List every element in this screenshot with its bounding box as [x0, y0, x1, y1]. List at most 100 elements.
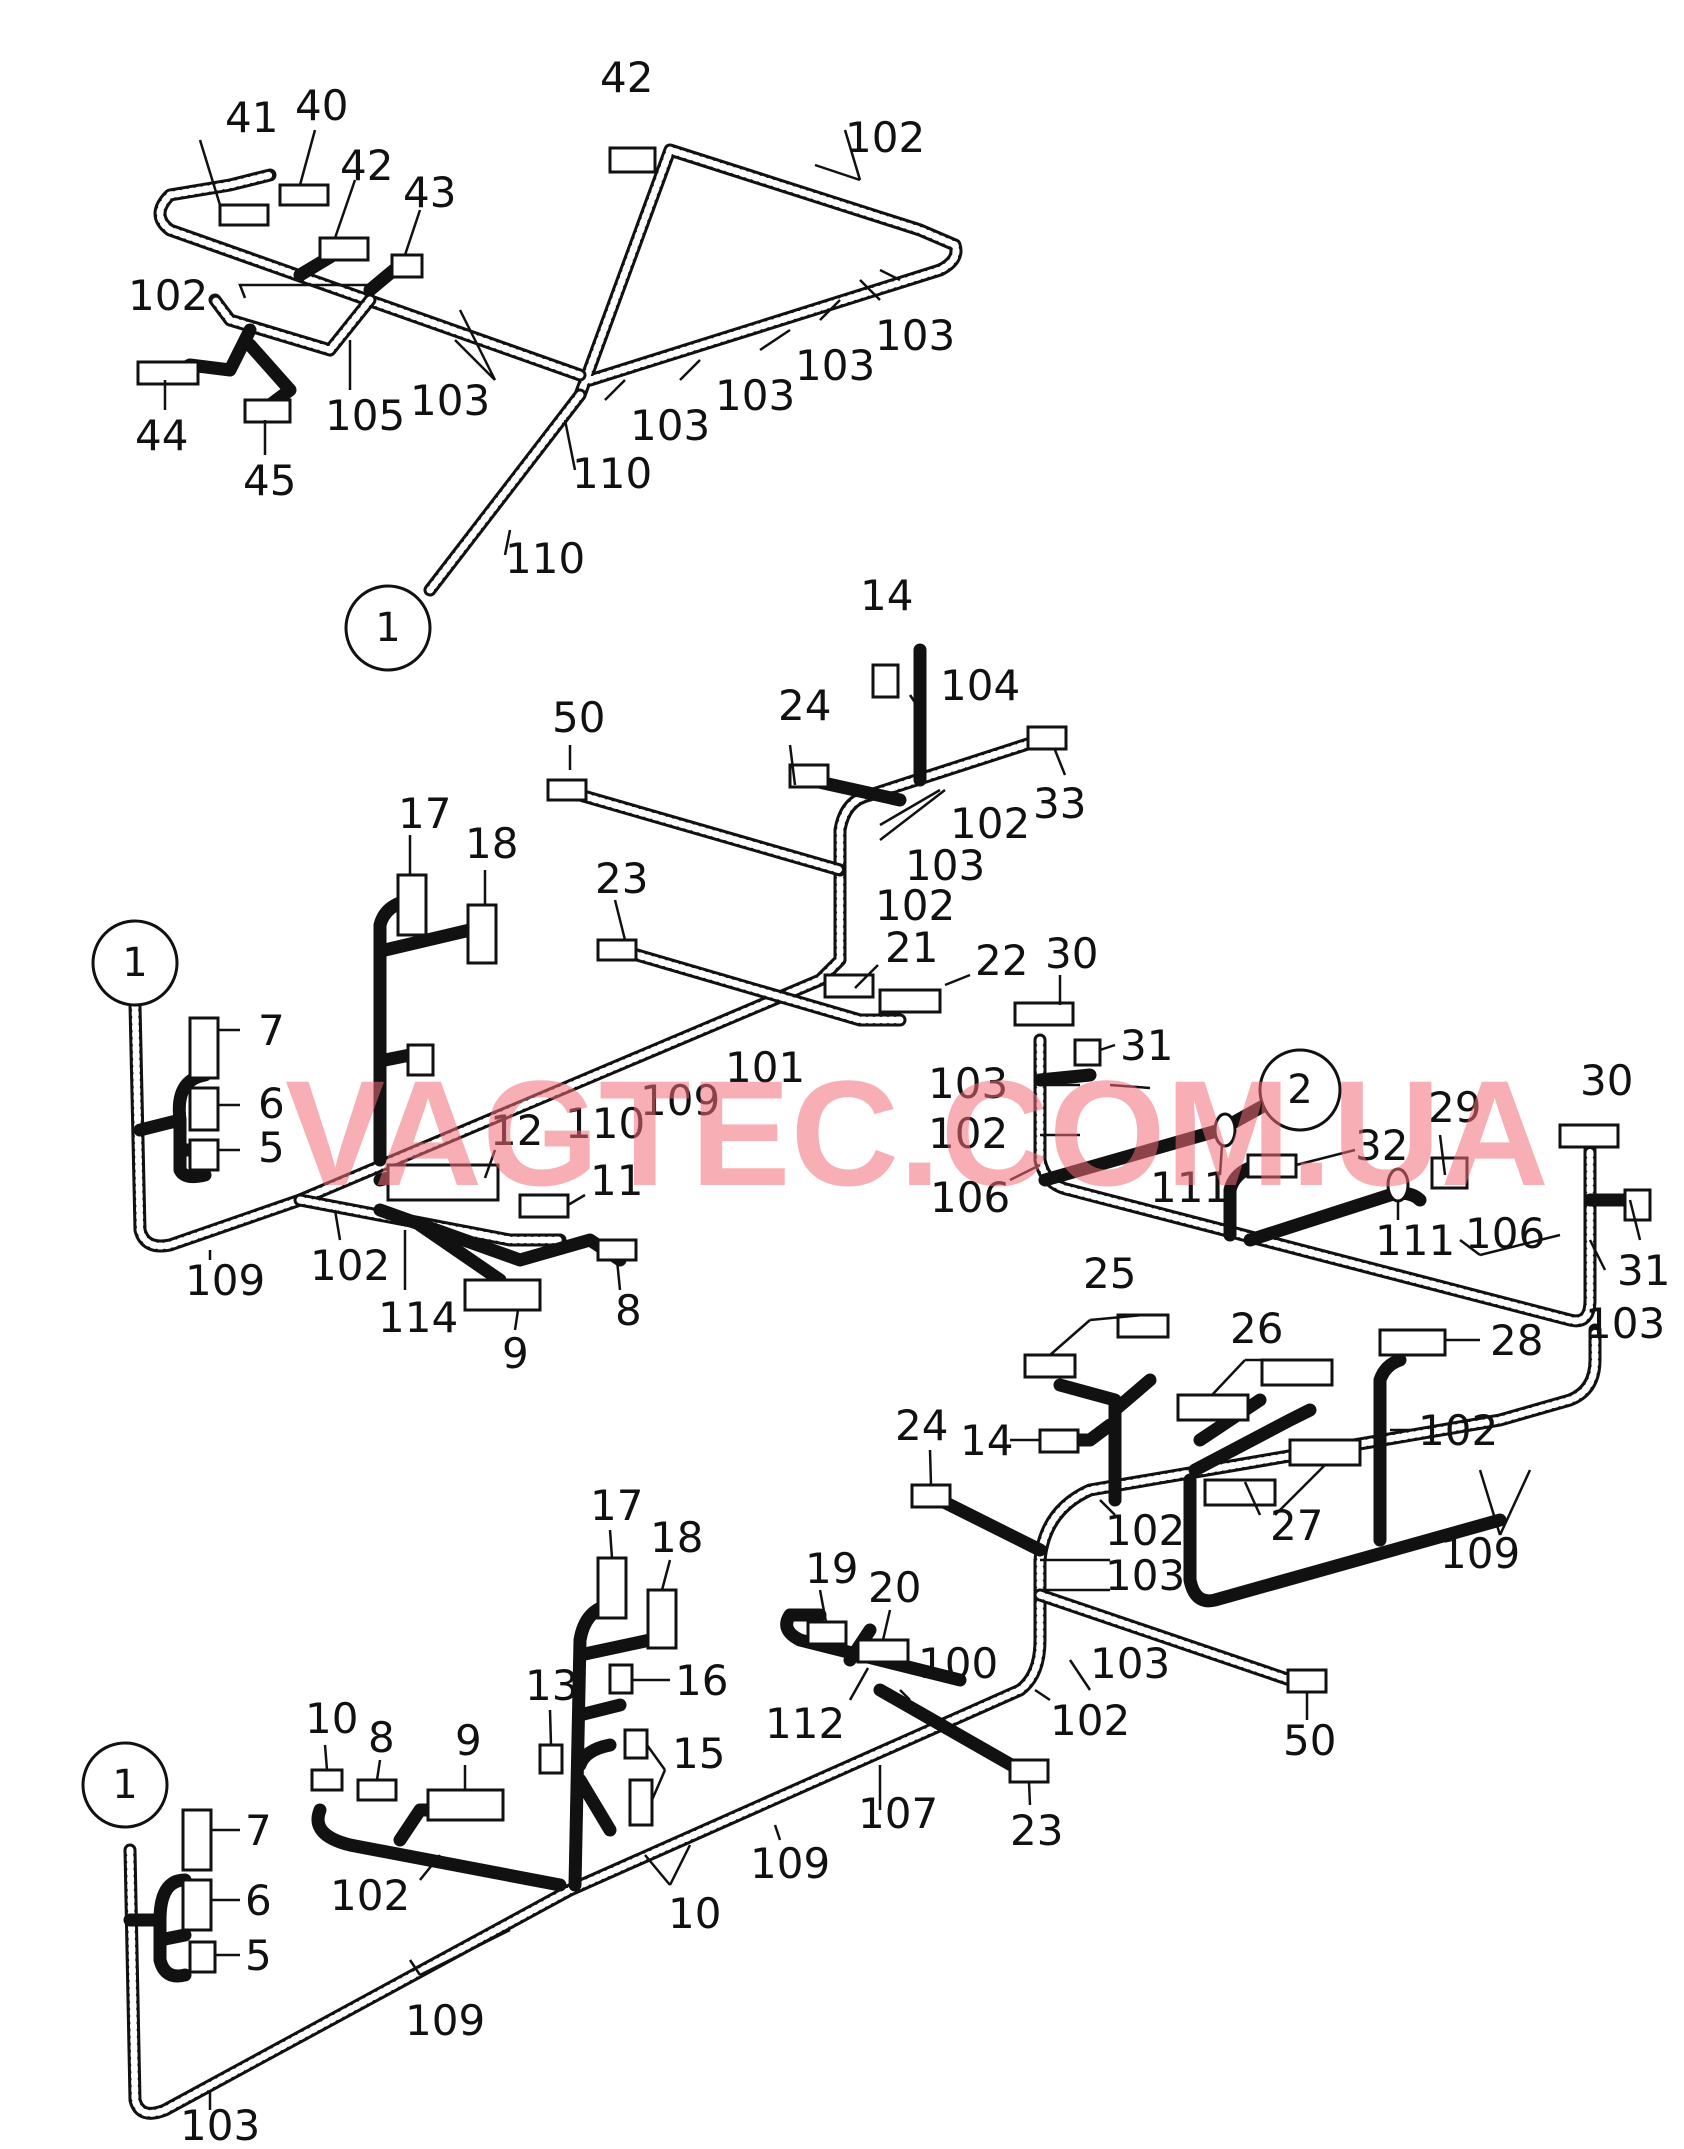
label-10: 10 — [305, 1694, 358, 1743]
connector-25-left — [1023, 1353, 1077, 1379]
connector-6 — [188, 1086, 220, 1132]
label-11: 11 — [590, 1156, 643, 1205]
label-9: 9 — [502, 1329, 529, 1378]
label-40: 40 — [295, 81, 348, 130]
watermark: VAGTEC.COM.UA — [285, 1049, 1549, 1217]
label-110: 110 — [505, 534, 585, 583]
connector-43 — [390, 253, 424, 279]
label-14: 14 — [860, 571, 913, 620]
connector-15-upper — [623, 1728, 649, 1760]
label-112: 112 — [765, 1699, 845, 1748]
reference-marker-label: 2 — [1287, 1067, 1312, 1113]
label-103: 103 — [1585, 1299, 1665, 1348]
connector-42 — [608, 146, 657, 174]
connector-44 — [136, 360, 200, 386]
label-110: 110 — [572, 449, 652, 498]
harness-top — [153, 143, 963, 597]
connector-11 — [518, 1193, 570, 1219]
label-106: 106 — [1465, 1209, 1545, 1258]
label-109: 109 — [405, 1996, 485, 2045]
connector-23 — [596, 938, 638, 962]
connector-15-lower — [628, 1778, 654, 1827]
label-103: 103 — [1105, 1551, 1185, 1600]
label-24: 24 — [895, 1401, 948, 1450]
label-111: 111 — [1150, 1163, 1230, 1212]
label-20: 20 — [868, 1563, 921, 1612]
label-103: 103 — [875, 311, 955, 360]
connectors-top: 1 — [136, 146, 657, 672]
label-103: 103 — [715, 371, 795, 420]
label-17: 17 — [590, 1481, 643, 1530]
label-12: 12 — [490, 1106, 543, 1155]
label-8: 8 — [615, 1286, 642, 1335]
label-109: 109 — [750, 1839, 830, 1888]
label-25: 25 — [1083, 1249, 1136, 1298]
label-102: 102 — [950, 799, 1030, 848]
label-19: 19 — [805, 1544, 858, 1593]
connector-45 — [243, 398, 292, 424]
label-8: 8 — [368, 1713, 395, 1762]
connectors-bottom: 1 — [81, 1313, 1447, 1974]
label-50: 50 — [1283, 1716, 1336, 1765]
connector-13 — [538, 1743, 564, 1775]
label-32: 32 — [1355, 1121, 1408, 1170]
connector-26-left — [1176, 1393, 1250, 1422]
grommet-111-upper — [1213, 1112, 1237, 1148]
connector-8-bottom — [356, 1778, 398, 1802]
label-103: 103 — [410, 376, 490, 425]
label-110: 110 — [565, 1099, 645, 1148]
label-10: 10 — [668, 1889, 721, 1938]
connector-9 — [463, 1278, 542, 1312]
connector-17-bottom — [596, 1556, 628, 1620]
harness-middle — [128, 643, 1047, 1287]
label-103: 103 — [180, 2101, 260, 2149]
label-102: 102 — [875, 881, 955, 930]
label-102: 102 — [928, 1109, 1008, 1158]
connector-14-bottom — [1038, 1428, 1080, 1454]
reference-marker-label: 1 — [122, 940, 147, 986]
connector-40 — [278, 183, 330, 207]
label-102: 102 — [1105, 1506, 1185, 1555]
label-43: 43 — [403, 168, 456, 217]
reference-marker-2 — [1258, 1048, 1342, 1132]
label-103: 103 — [905, 841, 985, 890]
label-30: 30 — [1580, 1056, 1633, 1105]
connector-7 — [188, 1016, 220, 1080]
label-14: 14 — [960, 1416, 1013, 1465]
label-103: 103 — [1090, 1639, 1170, 1688]
connector-50 — [546, 778, 588, 802]
connector-31-right — [1623, 1188, 1652, 1222]
harness-right-middle: 2 — [1033, 1033, 1652, 1328]
connector-14 — [871, 663, 900, 699]
label-42: 42 — [340, 141, 393, 190]
part-labels: 42 41 40 42 43 102 102 44 45 105 103 103… — [128, 53, 1670, 2149]
connector-26-right — [1260, 1358, 1334, 1387]
connector-7-bottom — [181, 1808, 213, 1872]
label-31: 31 — [1617, 1246, 1670, 1295]
connector-24 — [788, 763, 830, 789]
label-101: 101 — [725, 1043, 805, 1092]
label-22: 22 — [975, 936, 1028, 985]
label-23: 23 — [595, 854, 648, 903]
label-104: 104 — [940, 661, 1020, 710]
connector-9-bottom — [426, 1788, 505, 1822]
connector-24-bottom — [910, 1483, 952, 1509]
label-102: 102 — [330, 1871, 410, 1920]
grommet-111-lower — [1386, 1167, 1410, 1203]
label-102: 102 — [128, 271, 208, 320]
reference-marker-1-middle — [91, 919, 179, 1007]
label-106: 106 — [930, 1173, 1010, 1222]
label-21: 21 — [885, 923, 938, 972]
label-41: 41 — [225, 93, 278, 142]
connector-17 — [396, 873, 428, 937]
label-31: 31 — [1120, 1021, 1173, 1070]
label-45: 45 — [243, 456, 296, 505]
label-109: 109 — [185, 1256, 265, 1305]
label-26: 26 — [1230, 1304, 1283, 1353]
label-102: 102 — [310, 1241, 390, 1290]
connector-10 — [310, 1768, 344, 1792]
label-6: 6 — [245, 1876, 272, 1925]
label-102: 102 — [1050, 1696, 1130, 1745]
label-109: 109 — [640, 1076, 720, 1125]
